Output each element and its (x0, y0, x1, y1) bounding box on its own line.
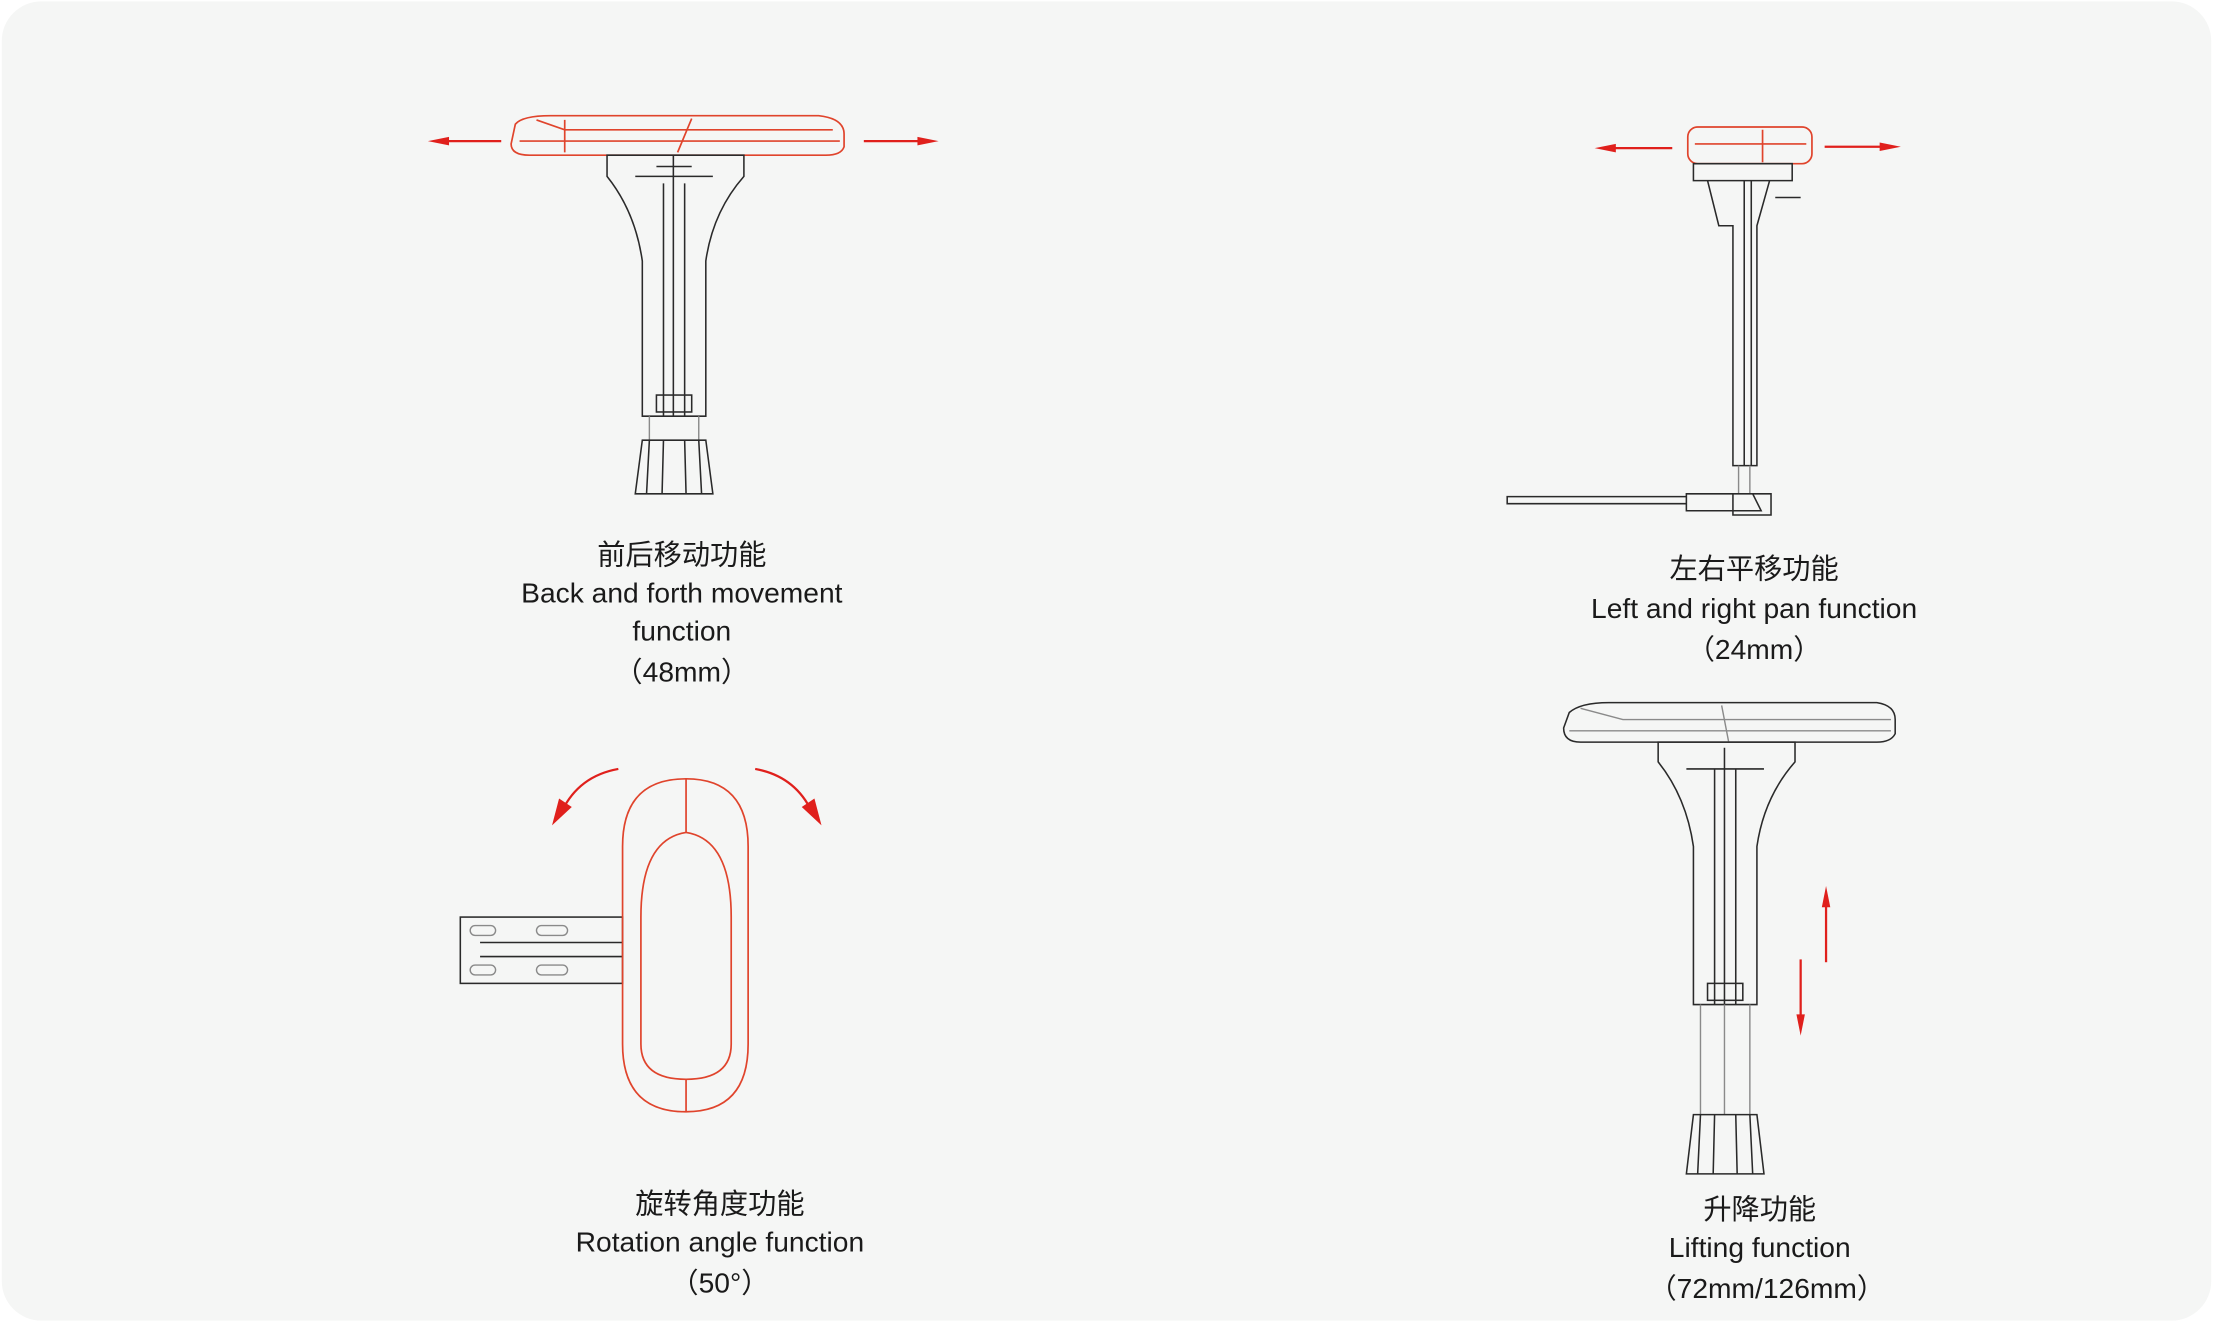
feature-title-en: Rotation angle function (576, 1225, 865, 1257)
feature-title-cn: 左右平移功能 (1669, 552, 1838, 585)
feature-title-cn: 前后移动功能 (597, 538, 766, 571)
feature-title-en: Lifting function (1669, 1231, 1851, 1263)
armrest-top-view-drawing (459, 777, 749, 1113)
feature-value: （48mm） (614, 655, 749, 687)
left-arrow-icon (1594, 143, 1673, 153)
down-arrow-icon (1796, 959, 1805, 1036)
feature-title-en-cont: function (632, 615, 731, 647)
feature-title-cn: 升降功能 (1703, 1193, 1816, 1226)
feature-title-en: Left and right pan function (1591, 592, 1917, 624)
rotate-right-arrow-icon (754, 767, 822, 826)
feature-title-en: Back and forth movement (521, 576, 843, 608)
left-arrow-icon (427, 136, 502, 146)
armrest-side-view-drawing (1506, 126, 1813, 516)
feature-value: （72mm/126mm） (1648, 1272, 1885, 1304)
right-arrow-icon (1824, 142, 1901, 151)
feature-value: （50°） (670, 1266, 769, 1298)
up-arrow-icon (1821, 886, 1831, 963)
armrest-front-view-drawing (510, 114, 845, 495)
right-arrow-icon (863, 136, 939, 146)
rotate-left-arrow-icon (552, 767, 619, 826)
armrest-lifting-drawing (1562, 701, 1896, 1175)
feature-title-cn: 旋转角度功能 (635, 1187, 804, 1220)
feature-value: （24mm） (1687, 633, 1822, 665)
